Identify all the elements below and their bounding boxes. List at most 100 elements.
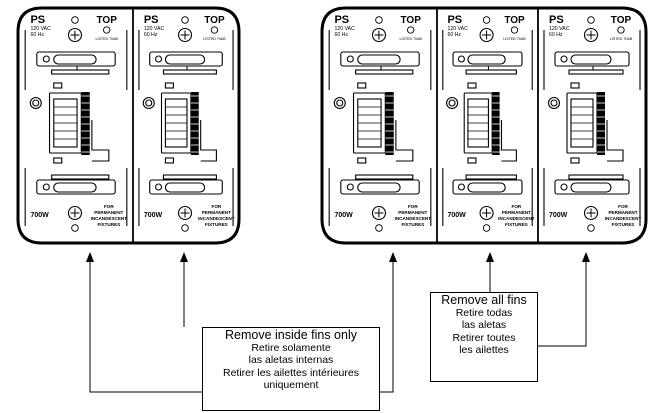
- voltage-label: 120 VAC: [447, 26, 468, 32]
- callout-inside-line-3: Retirer les ailettes intérieures: [223, 366, 359, 379]
- lower-led: [570, 157, 580, 164]
- fixture-note-line: FIXTURES: [612, 222, 635, 227]
- lower-mounting-slot: [164, 182, 206, 193]
- bottom-indicator-circle: [71, 224, 79, 232]
- arrow-head: [389, 252, 397, 262]
- top-label: TOP: [611, 15, 632, 26]
- side-fin: [24, 30, 128, 226]
- upper-plate-ledge: [162, 69, 217, 75]
- fixture-note-line: PERMANENT: [502, 210, 531, 215]
- lower-led: [467, 157, 477, 164]
- callout-inside-title: Remove inside fins only: [224, 328, 357, 342]
- lower-led: [53, 157, 63, 164]
- upper-mounting-slot: [357, 54, 401, 65]
- top-label: TOP: [504, 15, 525, 26]
- fixture-note-line: INCANDESCENT: [198, 216, 235, 221]
- upper-plate-ledge: [465, 69, 517, 75]
- adjust-knob: [29, 96, 42, 110]
- upper-plate-screw: [457, 55, 465, 63]
- fixture-note-line: FIXTURES: [205, 222, 228, 227]
- screw-slot: [70, 208, 80, 218]
- listed-mark-icon: [210, 26, 219, 34]
- lower-plate-screw: [154, 183, 163, 191]
- adjust-knob-inner: [550, 99, 558, 107]
- frequency-label: 60 Hz: [30, 32, 44, 38]
- screw-slot: [586, 30, 596, 40]
- voltage-label: 120 VAC: [30, 26, 51, 32]
- brand-label: PS: [144, 14, 159, 26]
- upper-mounting-slot: [570, 54, 612, 65]
- listed-mark-icon: [510, 26, 519, 34]
- fixture-note-line: FOR: [618, 204, 628, 209]
- wattage-label: 700W: [30, 212, 49, 219]
- screw-slot: [482, 30, 492, 40]
- fixture-note-line: FIXTURES: [97, 222, 120, 227]
- fixture-note-line: FOR: [408, 204, 418, 209]
- upper-plate-screw: [560, 55, 568, 63]
- led-indicator: [164, 82, 174, 89]
- upper-plate-screw: [346, 55, 354, 63]
- frequency-label: 60 Hz: [334, 32, 348, 38]
- lower-plate-screw: [457, 183, 465, 191]
- led-indicator: [570, 82, 580, 89]
- fixture-note-line: FOR: [104, 204, 114, 209]
- brand-label: PS: [447, 14, 462, 26]
- brand-label: PS: [334, 14, 349, 26]
- upper-mounting-slot: [53, 54, 97, 65]
- screw-slot: [374, 30, 384, 40]
- lower-mounting-slot: [357, 182, 401, 193]
- leader-line-inside-right: [378, 262, 394, 393]
- lower-plate-ledge: [355, 174, 414, 180]
- listed-label: LISTED 70AB: [203, 37, 226, 41]
- top-label: TOP: [401, 15, 422, 26]
- adjust-knob-inner: [32, 99, 40, 107]
- bottom-indicator-circle: [181, 224, 189, 232]
- arrow-head: [180, 252, 188, 262]
- fixture-note-line: INCANDESCENT: [605, 216, 642, 221]
- screw-slot: [180, 208, 190, 218]
- upper-mounting-slot: [164, 54, 206, 65]
- leader-line-all-right: [536, 262, 587, 347]
- upper-mounting-plate: [452, 51, 523, 67]
- led-indicator: [357, 82, 367, 89]
- l-bracket: [606, 120, 624, 162]
- adjust-knob-inner: [448, 99, 456, 107]
- side-fin: [442, 30, 533, 226]
- indicator-circle: [71, 16, 79, 24]
- lower-plate-screw: [42, 183, 50, 191]
- fixture-note-line: FOR: [512, 204, 522, 209]
- lower-mounting-plate: [452, 179, 523, 195]
- listed-mark-icon: [617, 26, 625, 34]
- callout-all-title: Remove all fins: [441, 293, 527, 307]
- adjust-knob: [446, 96, 459, 110]
- arrow-head: [486, 252, 494, 262]
- lower-mounting-plate: [36, 179, 116, 195]
- lower-mounting-slot: [53, 182, 97, 193]
- top-label: TOP: [97, 15, 118, 26]
- listed-mark-icon: [407, 26, 415, 34]
- upper-mounting-plate: [554, 51, 630, 67]
- l-bracket: [500, 120, 517, 162]
- adjust-knob-inner: [145, 99, 153, 107]
- lower-plate-screw: [560, 183, 568, 191]
- listed-label: LISTED 70AB: [96, 37, 119, 41]
- lower-plate-screw: [346, 183, 354, 191]
- callout-all-line-1: Retire todas: [455, 307, 513, 320]
- arrow-head: [582, 252, 590, 262]
- upper-plate-ledge: [51, 69, 110, 75]
- dimmer-slider-rail: [385, 92, 394, 155]
- lower-mounting-plate: [340, 179, 420, 195]
- wattage-label: 700W: [447, 212, 466, 219]
- listed-label: LISTED 70AB: [610, 37, 633, 41]
- listed-label: LISTED 70AB: [503, 37, 526, 41]
- fixture-note-line: INCANDESCENT: [395, 216, 432, 221]
- indicator-circle: [375, 16, 383, 24]
- upper-plate-screw: [154, 55, 163, 63]
- bottom-indicator-circle: [375, 224, 383, 232]
